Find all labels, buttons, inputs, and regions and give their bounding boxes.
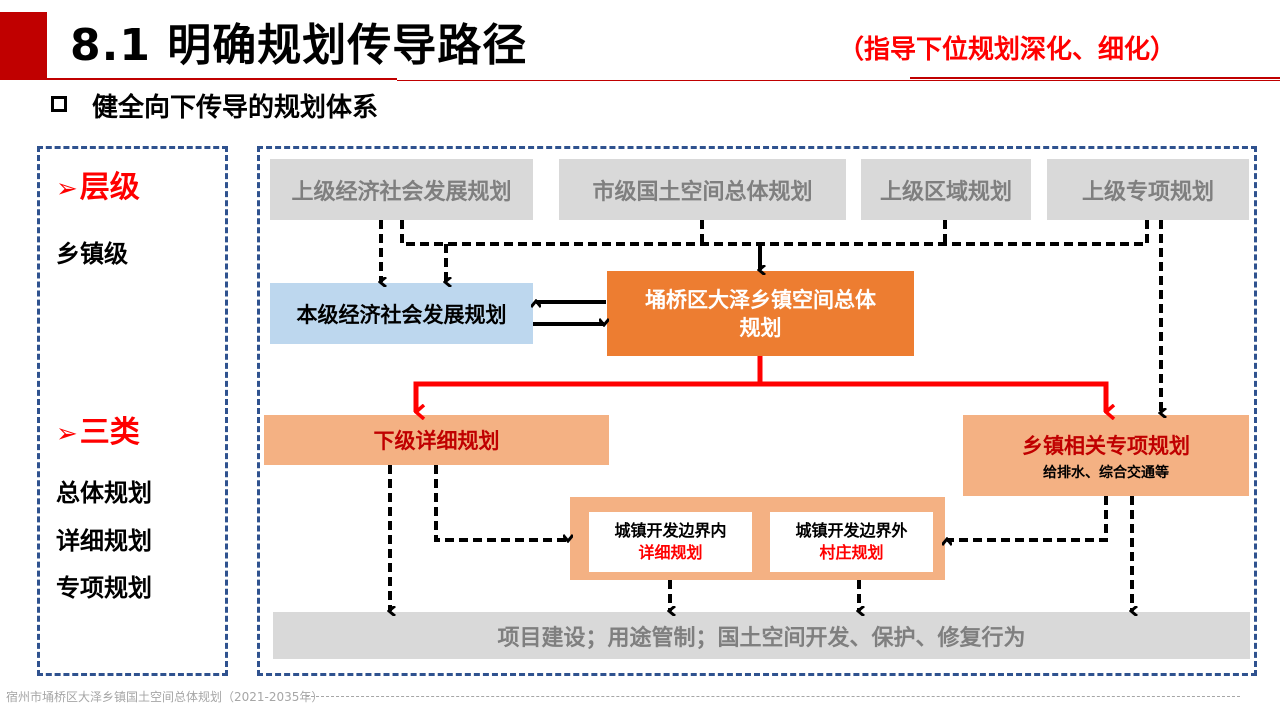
page-title: 8.1 明确规划传导路径 [70,20,528,71]
outside-boundary-box: 城镇开发边界外 村庄规划 [770,512,933,572]
connector-master-to-detailed [413,356,763,412]
box-label: 乡镇相关专项规划 [1022,433,1190,458]
diagram-panel [257,146,1257,676]
local-economic-plan-box: 本级经济社会发展规划 [270,283,533,344]
type-item: 专项规划 [56,574,152,602]
town-special-plan-box: 乡镇相关专项规划 给排水、综合交通等 [963,415,1249,496]
box-label: 上级专项规划 [1081,179,1214,205]
group-heading-types: ➢三类 [56,413,140,454]
type-item: 总体规划 [56,479,152,507]
upper-economic-plan-box: 上级经济社会发展规划 [270,159,533,220]
connector-master-to-special [760,381,1106,412]
title-underline [47,78,397,80]
title-accent-block [0,12,47,80]
inside-boundary-box: 城镇开发边界内 详细规划 [589,512,752,572]
box-label: 下级详细规划 [373,429,500,453]
level-item: 乡镇级 [56,240,128,268]
title-underline [910,77,1280,79]
box-label: 市级国土空间总体规划 [592,179,813,205]
box-note: 给排水、综合交通等 [1043,464,1169,481]
arrowhead-right-icon: ➢ [56,174,78,204]
box-label: 上级经济社会发展规划 [291,179,512,205]
group-heading-text: 三类 [79,415,140,450]
connector-bus [400,220,1149,246]
box-label-line2: 规划 [739,315,782,340]
box-label-line2: 村庄规划 [819,543,884,562]
box-label: 项目建设；用途管制；国土空间开发、保护、修复行为 [497,625,1026,651]
connector-special-to-outside [947,496,1108,540]
left-panel [37,146,228,676]
footer-rule [306,696,1240,697]
upper-regional-plan-box: 上级区域规划 [861,159,1031,220]
footer-text: 宿州市埇桥区大泽乡镇国土空间总体规划（2021-2035年） [6,690,324,704]
outcome-box: 项目建设；用途管制；国土空间开发、保护、修复行为 [273,612,1250,659]
upper-special-plan-box: 上级专项规划 [1047,159,1249,220]
box-label-line2: 详细规划 [638,543,703,562]
type-item: 详细规划 [56,527,152,555]
group-heading-text: 层级 [79,170,140,205]
title-underline [397,80,1280,81]
box-label: 本级经济社会发展规划 [296,302,507,327]
section-title: 健全向下传导的规划体系 [92,93,379,123]
arrowhead-right-icon: ➢ [56,419,78,449]
city-master-plan-box: 市级国土空间总体规划 [559,159,846,220]
hollow-square-icon [51,96,67,112]
town-master-plan-box: 埇桥区大泽乡镇空间总体 规划 [607,271,914,356]
box-label-line1: 埇桥区大泽乡镇空间总体 [645,287,876,312]
connector-detailed-to-inside [434,465,568,540]
box-label-line1: 城镇开发边界内 [614,521,727,540]
lower-detailed-plan-box: 下级详细规划 [264,415,609,465]
group-heading-level: ➢层级 [56,168,140,209]
box-label-line1: 城镇开发边界外 [795,521,908,540]
page-subtitle: （指导下位规划深化、细化） [838,35,1177,65]
box-label: 上级区域规划 [879,179,1012,205]
